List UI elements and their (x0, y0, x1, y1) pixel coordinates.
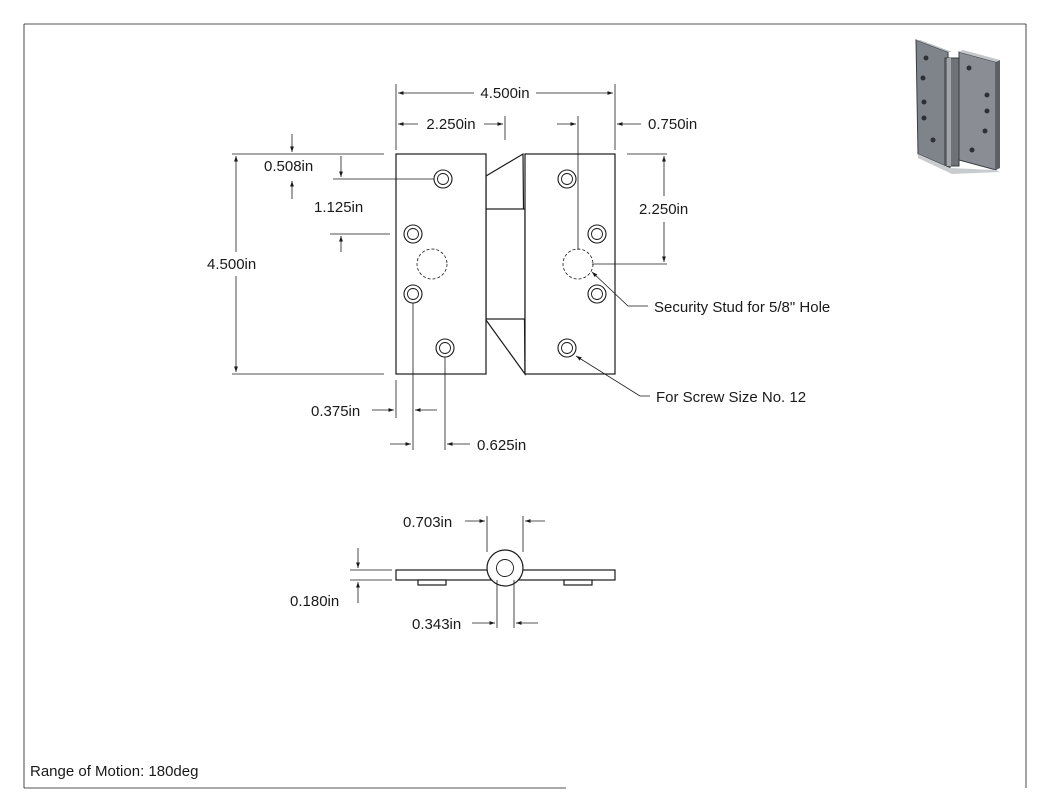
dim-leaf-thickness: 0.180in (290, 593, 339, 610)
callout-screw-size: For Screw Size No. 12 (656, 389, 806, 406)
screw-hole (557, 338, 577, 358)
hinge-leaf-left (395, 153, 487, 375)
screw-hole (557, 169, 577, 189)
dim-hole-row: 0.625in (477, 437, 526, 454)
dim-hole-edge: 0.375in (311, 403, 360, 420)
dim-top-hole: 0.508in (264, 158, 313, 175)
side-stud-right (563, 579, 593, 586)
dim-overall-height: 4.500in (207, 256, 256, 273)
side-leaf-right (514, 569, 616, 581)
knuckle-barrel (485, 208, 526, 320)
dimensions-front: 4.500in 2.250in 0.750in 0.508in 1.125in … (207, 84, 697, 454)
dim-right-offset: 0.750in (648, 116, 697, 133)
screw-hole (587, 224, 607, 244)
range-of-motion-note: Range of Motion: 180deg (30, 763, 198, 780)
screw-hole (403, 284, 423, 304)
screw-hole (403, 224, 423, 244)
security-stud-left (416, 248, 448, 280)
dimensions-side: 0.703in 0.180in 0.343in (290, 514, 545, 633)
dim-leaf-width: 2.250in (426, 116, 475, 133)
screw-hole (587, 284, 607, 304)
side-leaf-left (395, 569, 497, 581)
side-stud-left (417, 579, 447, 586)
sheet-border (23, 23, 1027, 789)
hinge-isometric-icon (915, 39, 1000, 174)
hinge-side-view (395, 549, 616, 587)
screw-hole (435, 338, 455, 358)
screw-hole (433, 169, 453, 189)
dim-hole-spacing: 1.125in (314, 199, 363, 216)
side-pin (496, 559, 514, 577)
callout-security-stud: Security Stud for 5/8" Hole (654, 299, 830, 316)
dim-knuckle-dia: 0.703in (403, 514, 452, 531)
dim-overall-width: 4.500in (480, 85, 529, 102)
callouts: Security Stud for 5/8" Hole For Screw Si… (575, 271, 830, 406)
hinge-front-view (395, 152, 616, 376)
dim-stud-height: 2.250in (639, 201, 688, 218)
dim-pin-dia: 0.343in (412, 616, 461, 633)
